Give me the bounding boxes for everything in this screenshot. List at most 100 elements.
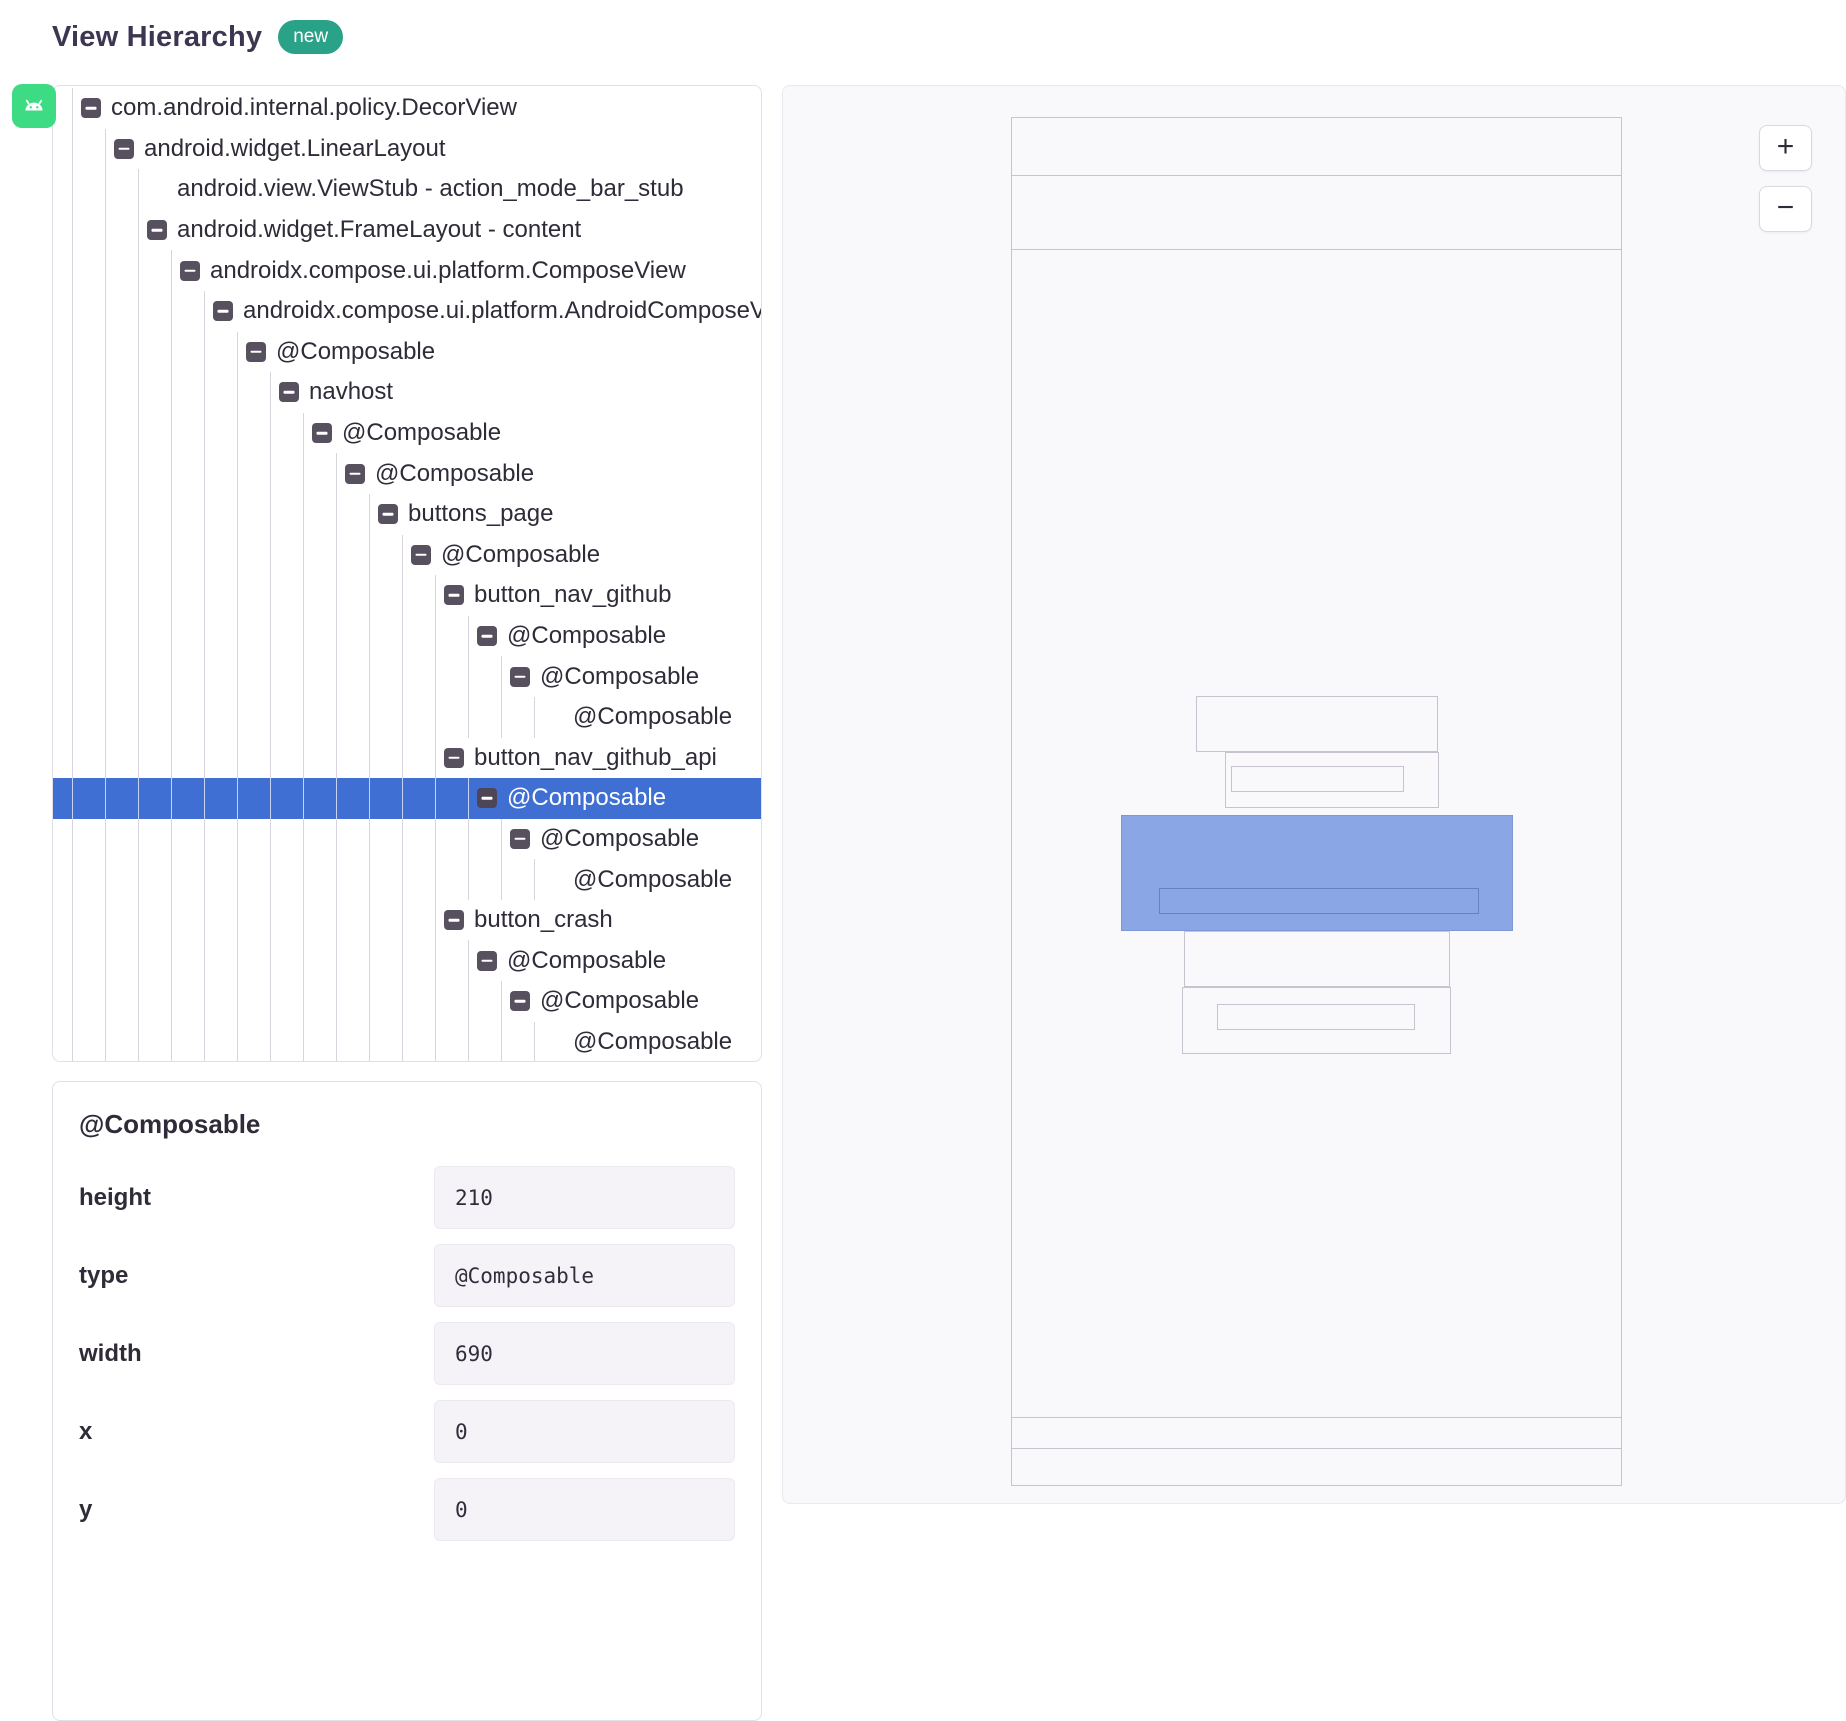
collapse-minus-icon[interactable]	[444, 747, 464, 768]
tree-node-label: androidx.compose.ui.platform.AndroidComp…	[243, 297, 762, 325]
tree-indent-guide	[402, 1021, 435, 1061]
tree-node[interactable]: button_crash	[53, 899, 761, 941]
tree-indent-guide	[138, 209, 147, 251]
zoom-out-button[interactable]: −	[1759, 186, 1812, 232]
tree-indent-guide	[171, 534, 204, 576]
tree-indent-guide	[468, 1021, 501, 1061]
tree-indent-guide	[72, 250, 105, 291]
tree-indent-guide	[435, 940, 468, 982]
tree-indent-guide	[237, 981, 270, 1022]
tree-node[interactable]: android.widget.FrameLayout - content	[53, 209, 761, 251]
tree-node[interactable]: @Composable	[53, 696, 761, 738]
tree-indent-guide	[270, 453, 303, 494]
wireframe-box-button-crash-inner[interactable]	[1182, 987, 1451, 1054]
tree-indent-guide	[72, 615, 105, 657]
tree-indent-guide	[303, 818, 336, 860]
collapse-minus-icon[interactable]	[477, 788, 497, 809]
tree-indent-guide	[237, 412, 270, 454]
collapse-minus-icon[interactable]	[477, 950, 497, 971]
tree-node[interactable]: androidx.compose.ui.platform.ComposeView	[53, 250, 761, 291]
detail-row-type: type@Composable	[79, 1244, 735, 1307]
collapse-minus-icon[interactable]	[444, 910, 464, 931]
tree-node[interactable]: @Composable	[53, 453, 761, 494]
wireframe-box-button-nav-github-inner[interactable]	[1225, 752, 1439, 808]
tree-node[interactable]: @Composable	[53, 615, 761, 657]
tree-indent-guide	[402, 575, 435, 616]
collapse-minus-icon[interactable]	[246, 341, 266, 362]
tree-node[interactable]: android.widget.LinearLayout	[53, 128, 761, 170]
tree-indent-guide	[402, 899, 435, 941]
tree-indent-guide	[138, 615, 171, 657]
tree-indent-guide	[105, 493, 138, 535]
tree-indent-guide	[105, 899, 138, 941]
tree-node[interactable]: @Composable	[53, 534, 761, 576]
tree-indent-guide	[138, 818, 171, 860]
tree-node[interactable]: androidx.compose.ui.platform.AndroidComp…	[53, 290, 762, 332]
tree-indent-guide	[138, 412, 171, 454]
tree-indent-guide	[303, 615, 336, 657]
tree-node-label: android.view.ViewStub - action_mode_bar_…	[177, 175, 684, 203]
page-header: View Hierarchy new	[52, 20, 344, 54]
tree-node-label: buttons_page	[408, 500, 554, 528]
wireframe-selected-node[interactable]	[1121, 815, 1513, 931]
tree-indent-guide	[204, 575, 237, 616]
tree-indent-guide	[204, 453, 237, 494]
tree-indent-guide	[303, 1021, 336, 1061]
tree-node[interactable]: button_nav_github_api	[53, 737, 761, 779]
tree-node[interactable]: button_nav_github	[53, 575, 761, 616]
tree-node[interactable]: @Composable	[53, 331, 761, 373]
tree-indent-guide	[72, 1021, 105, 1061]
tree-indent-guide	[303, 696, 336, 738]
tree-node[interactable]: navhost	[53, 372, 761, 413]
tree-node[interactable]: @Composable	[53, 940, 761, 982]
collapse-minus-icon[interactable]	[378, 504, 398, 525]
collapse-minus-icon[interactable]	[510, 666, 530, 687]
tree-node-label: button_crash	[474, 906, 613, 934]
tree-indent-guide	[138, 859, 171, 900]
tree-node[interactable]: @Composable	[53, 656, 761, 697]
tree-indent-guide	[105, 696, 138, 738]
tree-node-label: android.widget.FrameLayout - content	[177, 216, 582, 244]
detail-field-value: 0	[434, 1478, 735, 1541]
collapse-minus-icon[interactable]	[180, 260, 200, 281]
detail-field-value: 690	[434, 1322, 735, 1385]
tree-indent-guide	[303, 493, 336, 535]
tree-node[interactable]: com.android.internal.policy.DecorView	[53, 88, 761, 129]
tree-node-selected[interactable]: @Composable	[53, 778, 761, 819]
tree-indent-guide	[72, 331, 105, 373]
collapse-minus-icon[interactable]	[279, 382, 299, 403]
tree-indent-guide	[336, 981, 369, 1022]
collapse-minus-icon[interactable]	[312, 423, 332, 444]
collapse-minus-icon[interactable]	[345, 463, 365, 484]
zoom-in-button[interactable]: +	[1759, 125, 1812, 171]
tree-node[interactable]: @Composable	[53, 412, 761, 454]
collapse-minus-icon[interactable]	[114, 138, 134, 159]
collapse-minus-icon[interactable]	[411, 544, 431, 565]
detail-field-label: type	[79, 1261, 129, 1289]
tree-node[interactable]: android.view.ViewStub - action_mode_bar_…	[53, 169, 761, 210]
tree-node[interactable]: @Composable	[53, 859, 761, 900]
tree-indent-guide	[402, 940, 435, 982]
collapse-minus-icon[interactable]	[510, 828, 530, 849]
wireframe-box-button-crash[interactable]	[1184, 931, 1450, 987]
tree-node[interactable]: @Composable	[53, 1021, 761, 1061]
tree-node-label: @Composable	[507, 784, 667, 812]
tree-node[interactable]: buttons_page	[53, 493, 761, 535]
device-wireframe[interactable]	[1011, 117, 1622, 1486]
tree-node[interactable]: @Composable	[53, 981, 761, 1022]
wireframe-box-button-nav-github[interactable]	[1196, 696, 1438, 752]
collapse-minus-icon[interactable]	[81, 98, 101, 119]
tree-indent-guide	[204, 981, 237, 1022]
tree-indent-guide	[369, 656, 402, 697]
tree-indent-guide	[138, 899, 171, 941]
collapse-minus-icon[interactable]	[510, 991, 530, 1012]
collapse-minus-icon[interactable]	[147, 220, 167, 241]
tree-indent-guide	[435, 696, 468, 738]
collapse-minus-icon[interactable]	[444, 585, 464, 606]
tree-indent-guide	[270, 493, 303, 535]
tree-indent-guide	[303, 656, 336, 697]
tree-indent-guide	[270, 412, 303, 454]
tree-node[interactable]: @Composable	[53, 818, 761, 860]
collapse-minus-icon[interactable]	[213, 301, 233, 322]
collapse-minus-icon[interactable]	[477, 626, 497, 647]
